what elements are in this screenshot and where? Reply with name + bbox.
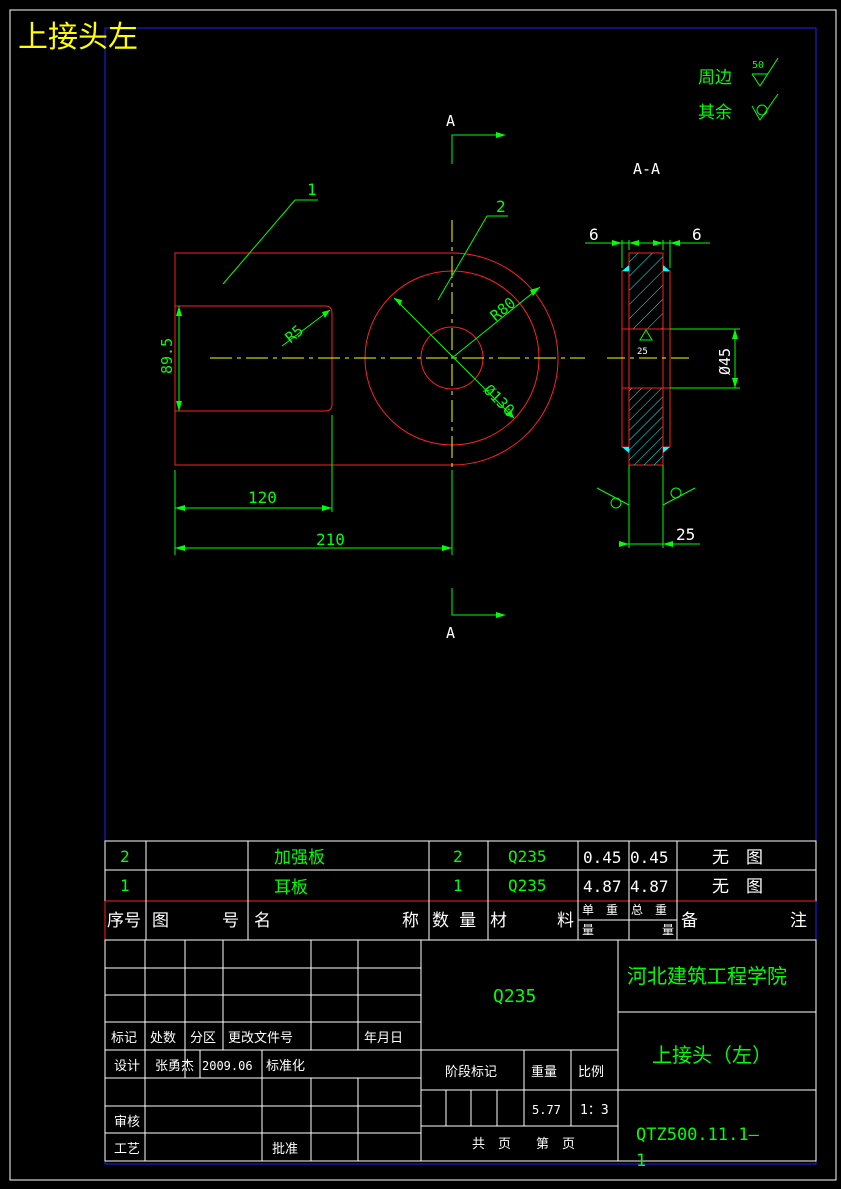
drawing-title: 上接头左 xyxy=(18,20,138,55)
tb-standard: 标准化 xyxy=(266,1059,305,1074)
tb-drawing-code: QTZ500.11.1— xyxy=(636,1125,760,1145)
parts-list: 2 加强板 2 Q235 0.45 0.45 无 图 1 耳板 1 Q235 4… xyxy=(104,840,817,941)
hdr-drawing-1: 图 xyxy=(152,911,169,931)
hdr-material-1: 材 xyxy=(490,911,507,931)
section-mark-bottom: A xyxy=(446,624,455,642)
hdr-material-2: 料 xyxy=(557,911,574,931)
dim-120: 120 xyxy=(248,488,277,507)
hdr-name-2: 称 xyxy=(402,911,419,931)
roughness-other-symbol-icon xyxy=(751,93,779,121)
hdr-unit-wt-1: 单 重 xyxy=(582,903,618,917)
tb-mark: 标记 xyxy=(111,1031,137,1046)
dim-r80: R80 xyxy=(487,294,519,325)
row1-unit-wt: 4.87 xyxy=(583,877,622,896)
hdr-total-wt-1: 总 重 xyxy=(631,903,667,917)
tb-approve: 批准 xyxy=(272,1142,298,1157)
tb-count: 处数 xyxy=(150,1031,176,1046)
title-block: 标记 处数 分区 更改文件号 年月日 设计 张勇杰 2009.06 标准化 审核… xyxy=(104,939,817,1171)
tb-material: Q235 xyxy=(493,986,536,1007)
row2-total-wt: 0.45 xyxy=(630,848,669,867)
dim-weld-25: 25 xyxy=(637,347,648,357)
tb-institution: 河北建筑工程学院 xyxy=(627,964,787,988)
row2-name: 加强板 xyxy=(274,848,325,868)
dim-width-25: 25 xyxy=(676,525,695,544)
row1-remark: 无 图 xyxy=(712,877,763,897)
tb-design: 设计 xyxy=(114,1059,140,1074)
tb-weight: 重量 xyxy=(531,1064,557,1080)
roughness-perimeter-label: 周边 xyxy=(698,68,732,88)
row1-qty: 1 xyxy=(453,876,463,895)
tb-weight-val: 5.77 xyxy=(532,1103,561,1117)
row2-no: 2 xyxy=(120,847,130,866)
inner-border xyxy=(104,27,817,1165)
hdr-no: 序号 xyxy=(107,911,141,931)
row2-material: Q235 xyxy=(508,847,547,866)
row1-name: 耳板 xyxy=(274,878,308,898)
tb-drawing-code-2: 1 xyxy=(636,1151,646,1171)
section-view: A-A 6 6 Ø45 xyxy=(585,160,740,548)
roughness-other-label: 其余 xyxy=(698,103,732,123)
hdr-drawing-2: 号 xyxy=(222,911,239,931)
hdr-total-wt-2: 量 xyxy=(662,923,674,937)
tb-process: 工艺 xyxy=(114,1142,140,1157)
row2-remark: 无 图 xyxy=(712,848,763,868)
roughness-perimeter-value: 50 xyxy=(752,60,764,71)
balloon-1: 1 xyxy=(307,180,317,199)
tb-date: 年月日 xyxy=(364,1031,403,1046)
tb-scale: 比例 xyxy=(578,1065,604,1080)
row2-qty: 2 xyxy=(453,847,463,866)
balloon-2: 2 xyxy=(496,197,506,216)
tb-page-no: 第 页 xyxy=(536,1137,575,1152)
section-mark-top: A xyxy=(446,112,455,130)
hdr-qty: 数 量 xyxy=(432,911,476,931)
row2-unit-wt: 0.45 xyxy=(583,848,622,867)
plate-outline xyxy=(174,252,559,466)
tb-total-pages: 共 页 xyxy=(472,1137,511,1152)
tb-zone: 分区 xyxy=(190,1031,216,1046)
tb-change-doc: 更改文件号 xyxy=(228,1031,293,1046)
tb-stage: 阶段标记 xyxy=(445,1065,497,1080)
row1-material: Q235 xyxy=(508,876,547,895)
hdr-unit-wt-2: 量 xyxy=(582,923,594,937)
tb-review: 审核 xyxy=(114,1115,140,1130)
tb-designer: 张勇杰 xyxy=(155,1059,194,1074)
dim-dia45: Ø45 xyxy=(716,348,734,375)
tb-design-date: 2009.06 xyxy=(202,1059,253,1073)
dim-210: 210 xyxy=(316,530,345,549)
hdr-remark-2: 注 xyxy=(790,911,807,931)
row1-no: 1 xyxy=(120,876,130,895)
section-title: A-A xyxy=(633,160,660,178)
dim-89-5: 89.5 xyxy=(158,338,176,374)
dim-dia130: Ø130 xyxy=(480,381,518,419)
tb-scale-val: 1：3 xyxy=(580,1103,609,1118)
hdr-name-1: 名 xyxy=(254,911,271,931)
dim-thick-right: 6 xyxy=(692,225,702,244)
dim-thick-left: 6 xyxy=(589,225,599,244)
outer-border xyxy=(9,9,837,1181)
row1-total-wt: 4.87 xyxy=(630,877,669,896)
front-view: R80 Ø130 R5 89.5 120 210 1 2 xyxy=(158,112,585,642)
roughness-symbol-icon xyxy=(751,57,779,87)
tb-part-name: 上接头（左） xyxy=(652,1043,772,1067)
hdr-remark-1: 备 xyxy=(681,911,698,931)
